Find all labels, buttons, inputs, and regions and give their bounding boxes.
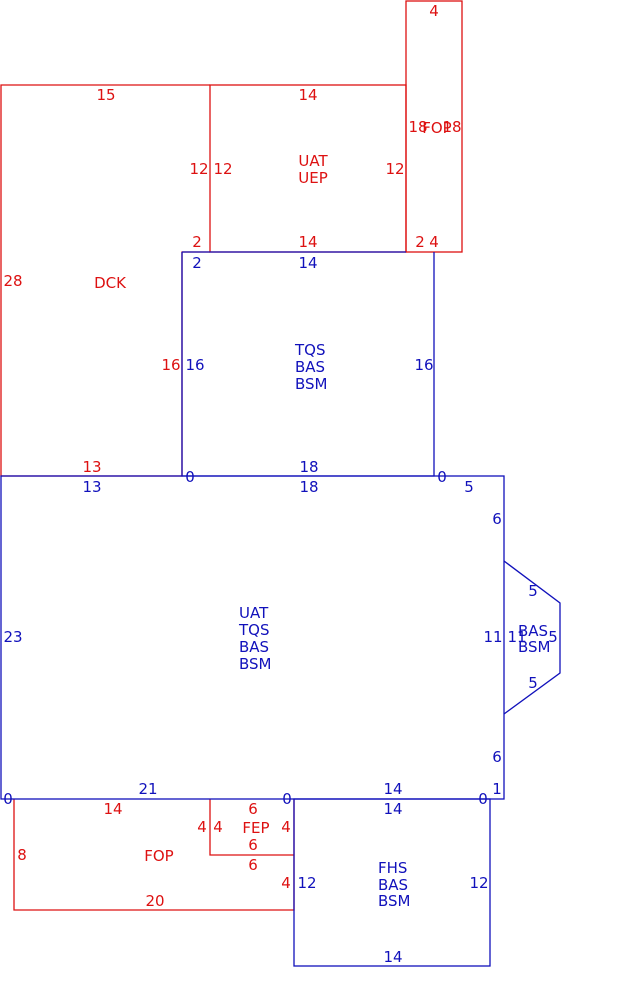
blue-outlines	[0, 251, 561, 967]
area-label-bay-bas: BAS	[518, 622, 548, 640]
dim-fop-top-bottom-b: 4	[429, 233, 439, 251]
dim-bay-upper: 5	[528, 582, 538, 600]
dim-tqs-bottom: 18	[299, 458, 318, 476]
dim-fhs-top: 14	[383, 800, 402, 818]
dim-fop-b-left: 8	[17, 846, 27, 864]
dim-uat-top: 14	[298, 86, 317, 104]
main-area	[0, 475, 505, 800]
dim-dck-left: 28	[3, 272, 22, 290]
dim-main-bottom-left: 21	[138, 780, 157, 798]
area-label-bay-bsm: BSM	[518, 638, 551, 656]
dim-tqs-top: 14	[298, 254, 317, 272]
area-label-dck: DCK	[94, 274, 127, 292]
dim-dck-right: 12	[189, 160, 208, 178]
dim-fop-b-right: 4	[281, 874, 291, 892]
area-label-main-bas: BAS	[239, 638, 269, 656]
dim-main-top-left: 13	[82, 478, 101, 496]
dim-tqs-right: 16	[414, 356, 433, 374]
fep-area	[209, 799, 294, 856]
dim-bay-lower: 5	[528, 674, 538, 692]
dim-dck-step: 2	[192, 233, 202, 251]
dim-fhs-left: 12	[297, 874, 316, 892]
dim-main-corner-bl: 0	[3, 790, 13, 808]
area-label-uat: UAT	[298, 152, 328, 170]
dim-bay-inner: 11	[507, 628, 526, 646]
dim-uat-bottom: 14	[298, 233, 317, 251]
dim-fep-top: 6	[248, 800, 258, 818]
dim-main-top-mid: 18	[299, 478, 318, 496]
area-label-main-bsm: BSM	[239, 655, 272, 673]
dim-main-right-upper: 6	[492, 510, 502, 528]
dim-fop-top-bottom-a: 2	[415, 233, 425, 251]
dim-fop-top-right: 18	[442, 118, 461, 136]
dim-fep-left-out: 4	[197, 818, 207, 836]
area-label-tqs: TQS	[294, 341, 326, 359]
dim-dck-inner: 16	[161, 356, 180, 374]
dim-main-corner-bm: 0	[282, 790, 292, 808]
dim-fhs-bottom: 14	[383, 948, 402, 966]
area-label-fhs-bas: BAS	[378, 876, 408, 894]
dim-fop-b-bottom: 20	[145, 892, 164, 910]
area-label-tqs-bas: BAS	[295, 358, 325, 376]
area-label-fop-top: FOP	[422, 119, 451, 137]
area-label-uep: UEP	[298, 169, 328, 187]
area-label-fhs-bsm: BSM	[378, 892, 411, 910]
fhs-area	[293, 798, 491, 967]
bay-area	[503, 560, 561, 715]
dim-fop-top-top: 4	[429, 2, 439, 20]
dim-fep-bottom-in: 6	[248, 836, 258, 854]
dim-fep-left-in: 4	[213, 818, 223, 836]
dim-fep-bottom-out: 6	[248, 856, 258, 874]
dim-bay-outer: 5	[548, 628, 558, 646]
dim-uat-left: 12	[213, 160, 232, 178]
dim-main-corner-br: 0	[478, 790, 488, 808]
dim-tqs-corner-r: 0	[437, 468, 447, 486]
dim-main-right-lower: 6	[492, 748, 502, 766]
area-label-fhs: FHS	[378, 859, 407, 877]
dim-dck-bottom: 13	[82, 458, 101, 476]
dim-main-left: 23	[3, 628, 22, 646]
dim-fop-b-top: 14	[103, 800, 122, 818]
dim-main-bottom-right: 14	[383, 780, 402, 798]
dim-fhs-right: 12	[469, 874, 488, 892]
dim-dck-top: 15	[96, 86, 115, 104]
dim-tqs-step: 2	[192, 254, 202, 272]
red-outlines	[0, 0, 463, 911]
dim-uat-right: 12	[385, 160, 404, 178]
area-label-tqs-bsm: BSM	[295, 375, 328, 393]
dim-main-right-mid: 11	[483, 628, 502, 646]
dim-fep-right: 4	[281, 818, 291, 836]
area-label-main-tqs: TQS	[238, 621, 270, 639]
dim-main-right-foot: 1	[492, 780, 502, 798]
area-label-main-uat: UAT	[239, 604, 269, 622]
dim-tqs-left: 16	[185, 356, 204, 374]
dim-fop-top-left: 18	[408, 118, 427, 136]
dim-tqs-corner-l: 0	[185, 468, 195, 486]
dim-main-top-right: 5	[464, 478, 474, 496]
area-label-fop-bottom: FOP	[144, 847, 173, 865]
area-label-fep: FEP	[242, 819, 269, 837]
